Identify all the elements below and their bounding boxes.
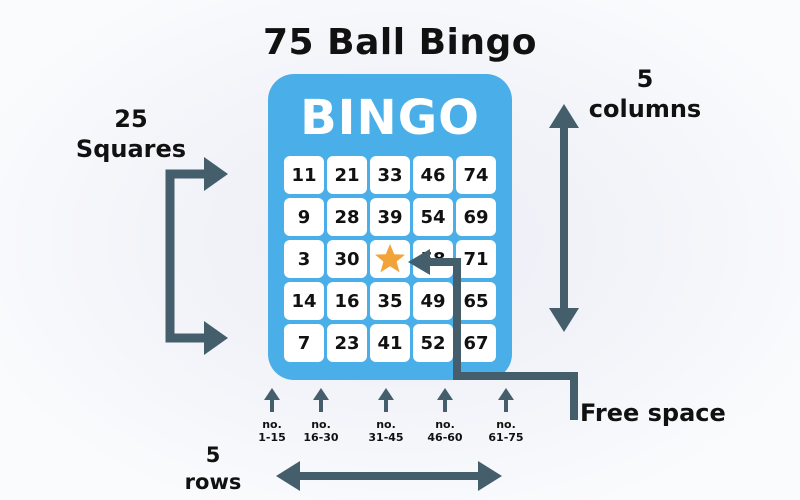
column-range-value: 46-60 bbox=[427, 431, 463, 444]
bingo-cell: 67 bbox=[456, 324, 496, 362]
arrow-up-icon bbox=[313, 388, 329, 412]
bingo-cell: 49 bbox=[413, 282, 453, 320]
squares-count: 25 bbox=[114, 105, 148, 133]
column-range-label: no.16-30 bbox=[291, 418, 351, 444]
column-range-label: no.1-15 bbox=[242, 418, 302, 444]
arrow-up-icon bbox=[437, 388, 453, 412]
squares-label: 25 Squares bbox=[66, 104, 196, 164]
arrow-up-icon bbox=[264, 388, 280, 412]
column-range-prefix: no. bbox=[376, 418, 396, 431]
bingo-cell: 71 bbox=[456, 240, 496, 278]
column-range-label: no.31-45 bbox=[356, 418, 416, 444]
page-title: 75 Ball Bingo bbox=[263, 22, 537, 63]
columns-double-arrow bbox=[549, 104, 579, 332]
free-space-label: Free space bbox=[580, 399, 726, 427]
bingo-cell: 9 bbox=[284, 198, 324, 236]
bingo-cell: 3 bbox=[284, 240, 324, 278]
rows-count: 5 bbox=[205, 443, 221, 467]
columns-count: 5 bbox=[636, 65, 654, 93]
bingo-cell: 65 bbox=[456, 282, 496, 320]
bingo-cell: 39 bbox=[370, 198, 410, 236]
free-space-cell bbox=[370, 240, 410, 278]
arrow-right-icon bbox=[478, 461, 502, 491]
rows-word: rows bbox=[184, 470, 242, 494]
bingo-cell: 16 bbox=[327, 282, 367, 320]
column-range-prefix: no. bbox=[435, 418, 455, 431]
bingo-cell: 52 bbox=[413, 324, 453, 362]
bingo-cell: 46 bbox=[413, 156, 453, 194]
column-range-value: 61-75 bbox=[488, 431, 524, 444]
bingo-cell: 35 bbox=[370, 282, 410, 320]
column-up-arrows bbox=[264, 388, 514, 412]
arrow-right-icon bbox=[204, 157, 228, 191]
column-range-label: no.46-60 bbox=[415, 418, 475, 444]
bingo-cell: 21 bbox=[327, 156, 367, 194]
free-space-arrow bbox=[408, 249, 578, 420]
bingo-header: BINGO bbox=[300, 90, 480, 146]
column-range-prefix: no. bbox=[311, 418, 331, 431]
arrow-up-icon bbox=[549, 104, 579, 128]
bingo-cell: 7 bbox=[284, 324, 324, 362]
bingo-cell: 11 bbox=[284, 156, 324, 194]
bingo-cell: 30 bbox=[327, 240, 367, 278]
rows-double-arrow bbox=[276, 461, 502, 491]
arrow-left-icon bbox=[276, 461, 300, 491]
column-range-prefix: no. bbox=[262, 418, 282, 431]
bingo-cell: 69 bbox=[456, 198, 496, 236]
arrow-right-icon bbox=[204, 321, 228, 355]
column-range-value: 31-45 bbox=[368, 431, 404, 444]
arrow-down-icon bbox=[549, 308, 579, 332]
column-range-value: 16-30 bbox=[303, 431, 339, 444]
star-icon bbox=[375, 244, 405, 273]
bingo-cell: 41 bbox=[370, 324, 410, 362]
column-range-prefix: no. bbox=[496, 418, 516, 431]
arrow-up-icon bbox=[498, 388, 514, 412]
squares-bracket-arrow bbox=[165, 157, 228, 355]
squares-word: Squares bbox=[75, 135, 187, 163]
arrow-left-icon bbox=[408, 249, 430, 275]
bingo-cell: 54 bbox=[413, 198, 453, 236]
rows-label: 5 rows bbox=[168, 442, 258, 496]
bingo-cell: 14 bbox=[284, 282, 324, 320]
bingo-cell: 74 bbox=[456, 156, 496, 194]
arrow-up-icon bbox=[378, 388, 394, 412]
bingo-cell: 33 bbox=[370, 156, 410, 194]
column-range-label: no.61-75 bbox=[476, 418, 536, 444]
columns-word: columns bbox=[588, 95, 702, 123]
columns-label: 5 columns bbox=[570, 64, 720, 124]
bingo-cell: 23 bbox=[327, 324, 367, 362]
column-range-value: 1-15 bbox=[258, 431, 286, 444]
bingo-cell: 28 bbox=[327, 198, 367, 236]
